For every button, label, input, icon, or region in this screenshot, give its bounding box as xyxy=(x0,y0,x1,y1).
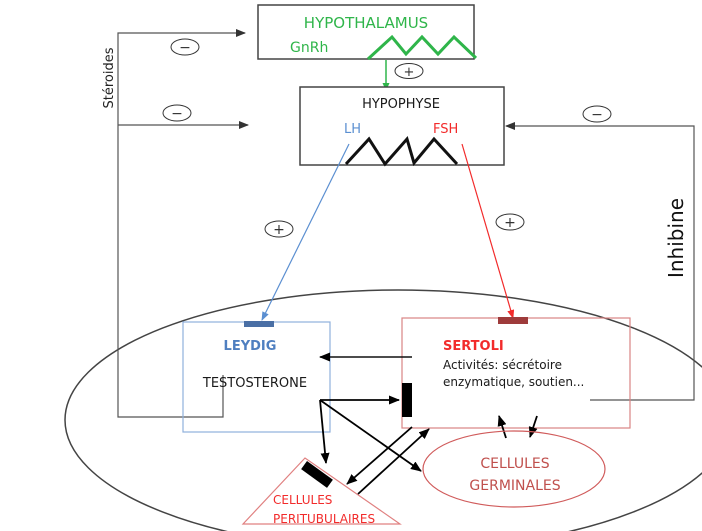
gnrh-pulse-wave xyxy=(366,34,478,61)
steroid-minus-sign-top: − xyxy=(170,38,200,56)
inhibine-minus-sign: − xyxy=(582,105,612,123)
svg-text:+: + xyxy=(404,65,415,80)
lh-label: LH xyxy=(344,122,361,137)
hypophyse-title: HYPOPHYSE xyxy=(362,97,440,112)
sertoli-desc-line1: Activités: sécrétoire xyxy=(443,358,562,372)
hypophyse-box: HYPOPHYSE LH FSH xyxy=(299,86,505,167)
gnrh-label: GnRh xyxy=(290,40,328,56)
leydig-lh-receptor xyxy=(244,321,274,327)
svg-text:+: + xyxy=(504,215,516,231)
lh-fsh-pulse-wave xyxy=(344,135,459,167)
fsh-label: FSH xyxy=(433,122,458,137)
sertoli-androgen-receptor xyxy=(402,383,412,417)
svg-text:−: − xyxy=(171,106,183,122)
svg-text:−: − xyxy=(179,40,191,56)
testosterone-arrows xyxy=(319,395,422,472)
germinales-to-sertoli-arrow-left xyxy=(497,415,507,439)
sertoli-desc-line2: enzymatique, soutien... xyxy=(443,375,584,389)
hypothalamus-title: HYPOTHALAMUS xyxy=(304,14,428,32)
testosterone-label: TESTOSTERONE xyxy=(202,376,307,391)
steroid-minus-sign-bottom: − xyxy=(162,104,192,122)
sertoli-fsh-receptor xyxy=(498,317,528,324)
leydig-title: LEYDIG xyxy=(224,339,277,354)
sertoli-box: SERTOLI Activités: sécrétoire enzymatiqu… xyxy=(401,317,631,429)
svg-text:−: − xyxy=(591,107,603,123)
cellules-peritubulaires: CELLULES PERITUBULAIRES xyxy=(241,457,402,526)
steroid-feedback-loop xyxy=(117,29,249,418)
gnrh-plus-sign: + xyxy=(394,63,424,80)
peritubulaires-line2: PERITUBULAIRES xyxy=(273,512,375,526)
svg-text:+: + xyxy=(273,222,285,238)
sertoli-title: SERTOLI xyxy=(443,339,504,354)
fsh-plus-sign: + xyxy=(495,213,525,231)
lh-plus-sign: + xyxy=(264,220,294,238)
peritubulaires-line1: CELLULES xyxy=(273,493,332,507)
steroides-label: Stéroides xyxy=(102,47,117,108)
peritubulaires-to-sertoli-arrow xyxy=(357,428,430,495)
leydig-box: LEYDIG TESTOSTERONE xyxy=(182,321,331,433)
hypothalamus-box: HYPOTHALAMUS GnRh xyxy=(257,4,478,61)
inhibine-feedback-loop xyxy=(505,122,695,401)
fsh-arrow xyxy=(461,143,515,319)
cellules-germinales: CELLULES GERMINALES xyxy=(422,430,606,508)
lh-arrow xyxy=(261,143,350,321)
inhibine-label: Inhibine xyxy=(664,198,688,278)
sertoli-to-peritubulaires-arrow xyxy=(346,426,413,485)
testis-outline xyxy=(64,289,702,531)
sertoli-to-germinales-arrow-right xyxy=(528,415,538,438)
peritubulaires-receptor xyxy=(301,461,333,488)
germinales-line1: CELLULES xyxy=(480,456,549,472)
germinales-line2: GERMINALES xyxy=(469,478,560,494)
